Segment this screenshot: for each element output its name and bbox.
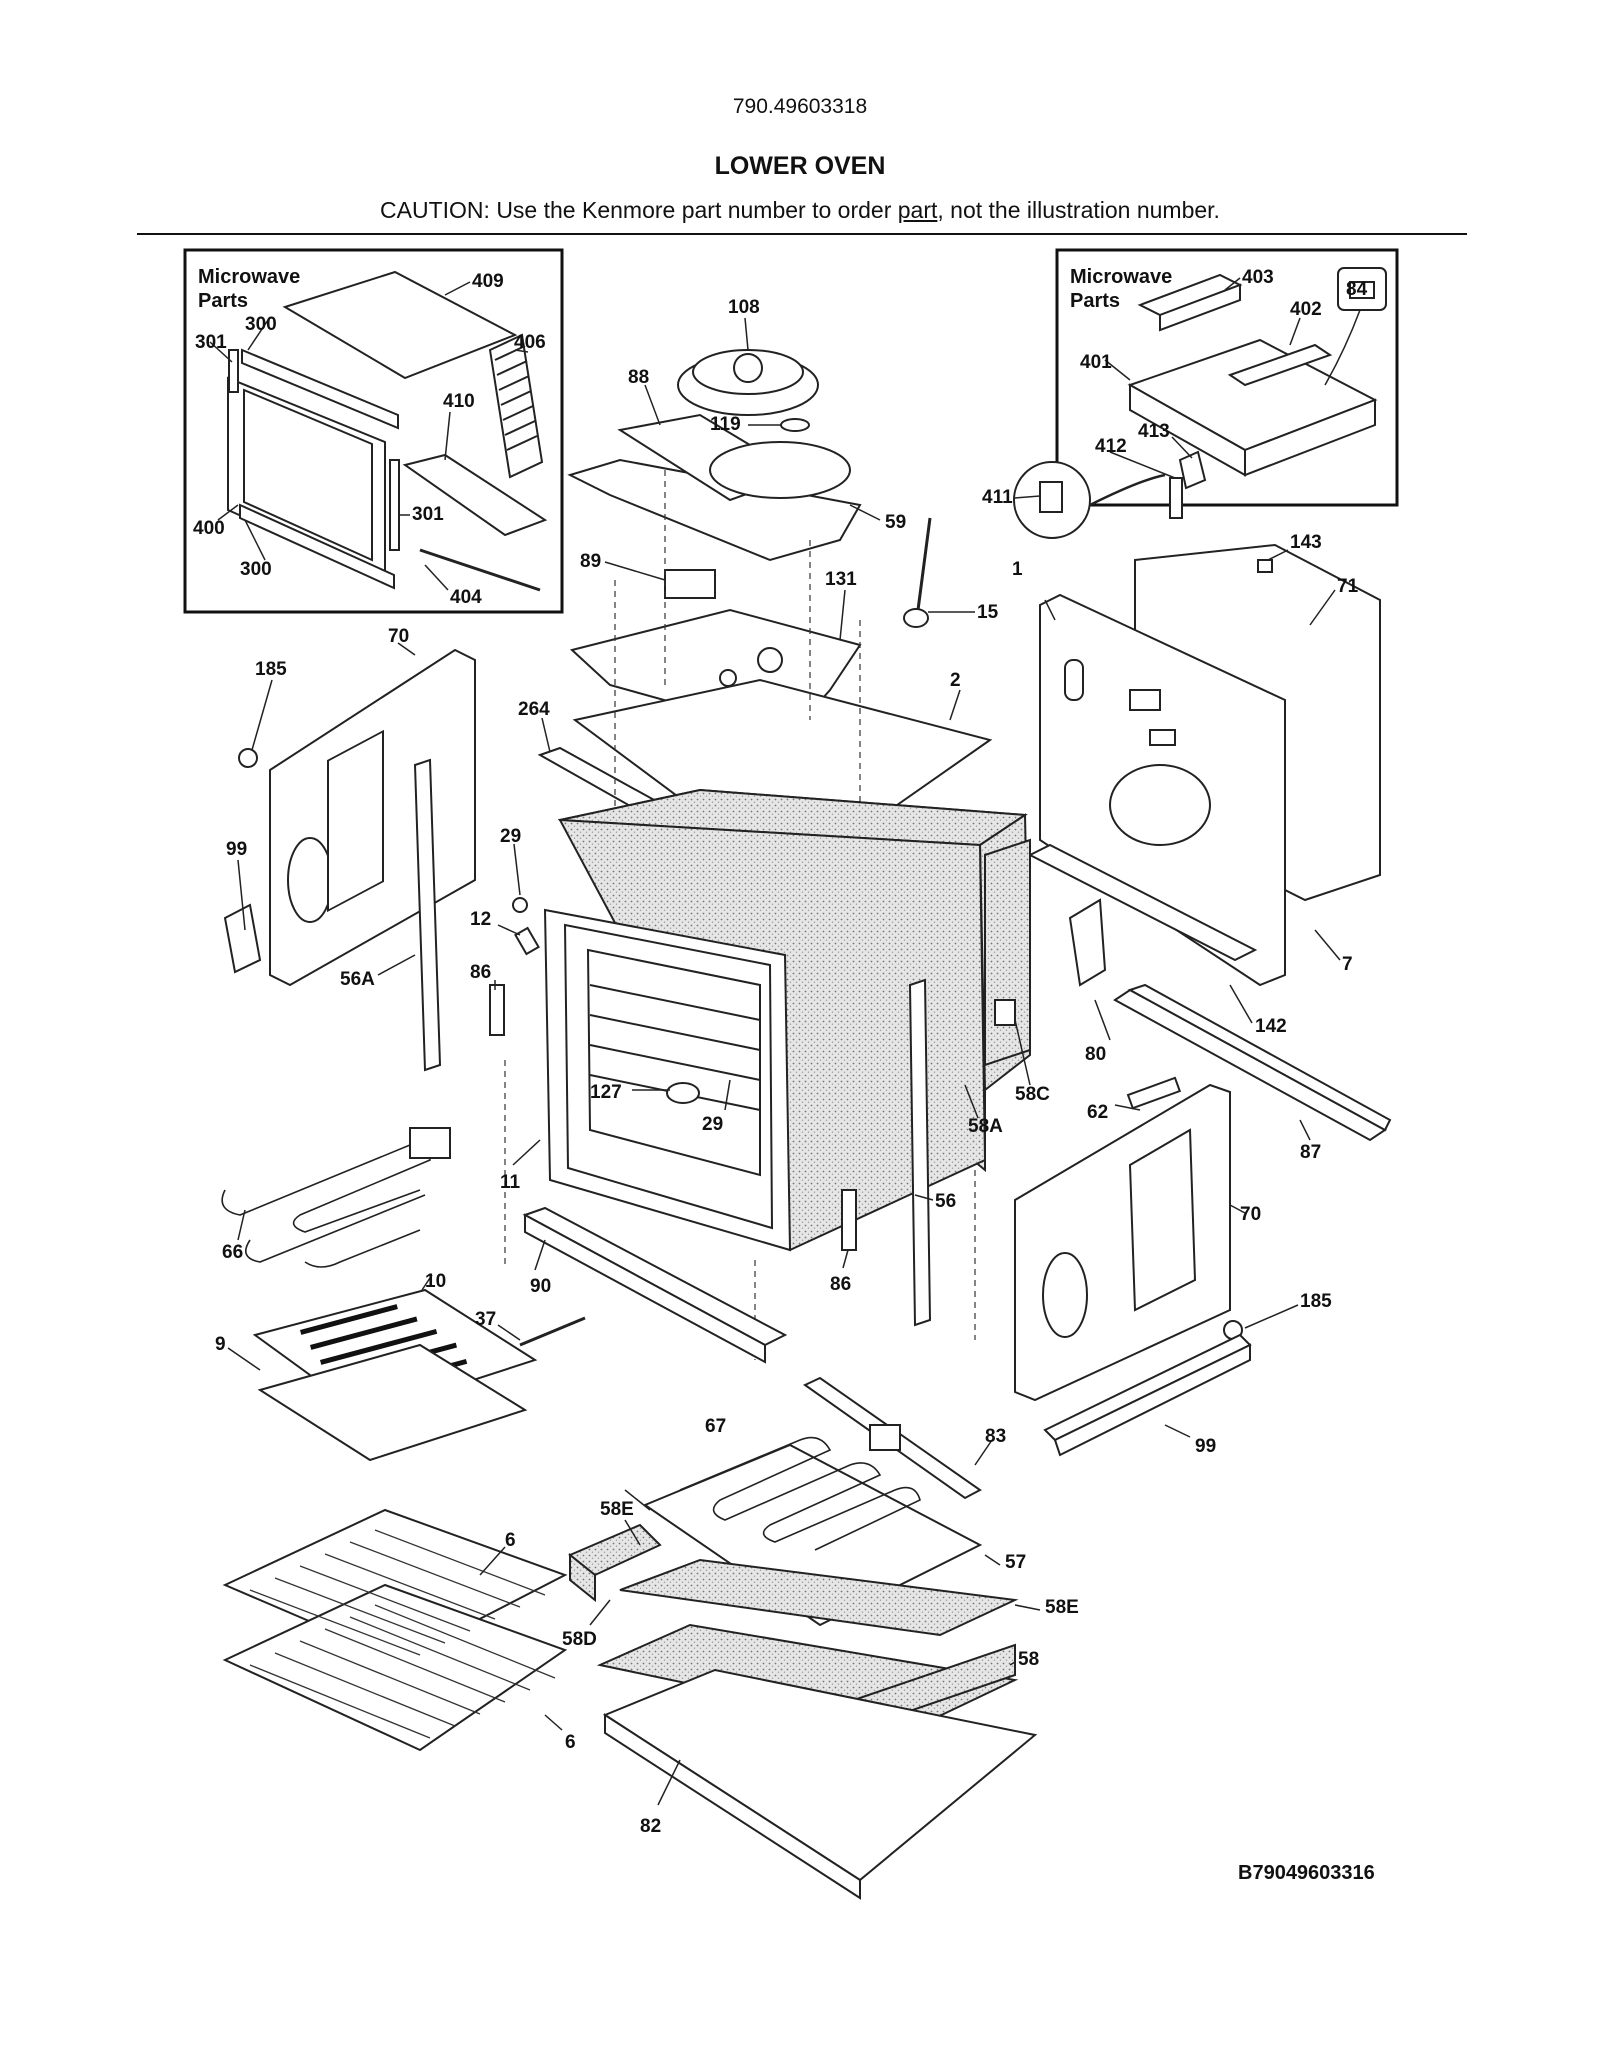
- callout-108: 108: [728, 297, 760, 318]
- callout-87: 87: [1300, 1142, 1321, 1163]
- caution-part-link[interactable]: part: [897, 197, 938, 223]
- callout-56A: 56A: [340, 969, 375, 990]
- section-title: LOWER OVEN: [714, 152, 886, 180]
- callout-10: 10: [425, 1271, 446, 1292]
- callout-300-lower: 300: [240, 559, 272, 580]
- callout-142: 142: [1255, 1016, 1287, 1037]
- callout-29-lower: 29: [702, 1114, 723, 1135]
- callout-58D: 58D: [562, 1629, 597, 1650]
- callout-70: 70: [388, 626, 409, 647]
- callout-301-lower: 301: [412, 504, 444, 525]
- callout-71: 71: [1337, 576, 1359, 597]
- callout-80: 80: [1085, 1044, 1106, 1065]
- callout-86-lower: 86: [830, 1274, 851, 1295]
- callout-185-right: 185: [1300, 1291, 1332, 1312]
- header-divider: [137, 233, 1467, 235]
- callout-86: 86: [470, 962, 491, 983]
- callout-58E: 58E: [600, 1499, 634, 1520]
- callout-90: 90: [530, 1276, 551, 1297]
- callout-88: 88: [628, 367, 649, 388]
- callout-56: 56: [935, 1191, 956, 1212]
- callout-143: 143: [1290, 532, 1322, 553]
- callout-409: 409: [472, 271, 504, 292]
- callout-264: 264: [518, 699, 550, 720]
- callout-82: 82: [640, 1816, 661, 1837]
- callout-404: 404: [450, 587, 482, 608]
- callout-59: 59: [885, 512, 906, 533]
- callout-6-lower: 6: [565, 1732, 576, 1753]
- callout-29: 29: [500, 826, 521, 847]
- callout-7: 7: [1342, 954, 1353, 975]
- rear-panels: 1 143 71 142 7 80 62 87: [1012, 532, 1392, 1163]
- callout-406: 406: [514, 332, 546, 353]
- callout-58E-right: 58E: [1045, 1597, 1079, 1618]
- callout-37: 37: [475, 1309, 496, 1330]
- right-box-title-line2: Parts: [1070, 290, 1120, 312]
- callout-83: 83: [985, 1426, 1006, 1447]
- callout-410: 410: [443, 391, 475, 412]
- callout-400: 400: [193, 518, 225, 539]
- callout-301: 301: [195, 332, 227, 353]
- callout-58A: 58A: [968, 1116, 1003, 1137]
- callout-70-right: 70: [1240, 1204, 1261, 1225]
- callout-6: 6: [505, 1530, 516, 1551]
- diagram-code: B79049603316: [1238, 1862, 1375, 1884]
- callout-99: 99: [226, 839, 247, 860]
- callout-119: 119: [710, 414, 741, 435]
- callout-12: 12: [470, 909, 491, 930]
- caution-notice: CAUTION: Use the Kenmore part number to …: [0, 197, 1600, 224]
- callout-58: 58: [1018, 1649, 1039, 1670]
- callout-62: 62: [1087, 1102, 1108, 1123]
- callout-401: 401: [1080, 352, 1112, 373]
- callout-99-right: 99: [1195, 1436, 1216, 1457]
- callout-57: 57: [1005, 1552, 1026, 1573]
- callout-413: 413: [1138, 421, 1170, 442]
- caution-prefix: CAUTION: Use the Kenmore part number to …: [380, 197, 898, 223]
- right-side-panel: 70 185 99: [1014, 1083, 1332, 1457]
- microwave-parts-right-box: Microwave Parts 403 84 402 401 412 413: [982, 248, 1399, 539]
- callout-9: 9: [215, 1334, 226, 1355]
- callout-67: 67: [705, 1416, 726, 1437]
- callout-89: 89: [580, 551, 601, 572]
- callout-11: 11: [500, 1172, 521, 1193]
- oven-cavity: 29 12 86 127 29 11 58A 58C 86 56: [470, 788, 1050, 1360]
- left-side-panel: 70 185 99 56A: [223, 626, 476, 1072]
- callout-411: 411: [982, 487, 1013, 508]
- left-box-title-line2: Parts: [198, 290, 248, 312]
- broil-element-and-pan: 66 90 10 37 9 6 6: [215, 1127, 788, 1753]
- callout-131: 131: [825, 569, 857, 590]
- callout-2: 2: [950, 670, 961, 691]
- microwave-parts-left-box: Microwave Parts 409: [183, 248, 564, 614]
- callout-1: 1: [1012, 559, 1023, 580]
- callout-15: 15: [977, 602, 999, 623]
- callout-300: 300: [245, 314, 277, 335]
- model-number: 790.49603318: [732, 95, 868, 118]
- callout-66: 66: [222, 1242, 243, 1263]
- caution-suffix: , not the illustration number.: [937, 197, 1220, 223]
- callout-58C: 58C: [1015, 1084, 1050, 1105]
- callout-412: 412: [1095, 436, 1127, 457]
- callout-402: 402: [1290, 299, 1322, 320]
- callout-127: 127: [590, 1082, 622, 1103]
- callout-403: 403: [1242, 267, 1274, 288]
- bake-element-and-bottom: 67 83 58E 57 58E 58D 58 82: [562, 1376, 1079, 1900]
- left-box-title-line1: Microwave: [198, 266, 300, 288]
- callout-185: 185: [255, 659, 287, 680]
- callout-84: 84: [1346, 279, 1368, 300]
- right-box-title-line1: Microwave: [1070, 266, 1172, 288]
